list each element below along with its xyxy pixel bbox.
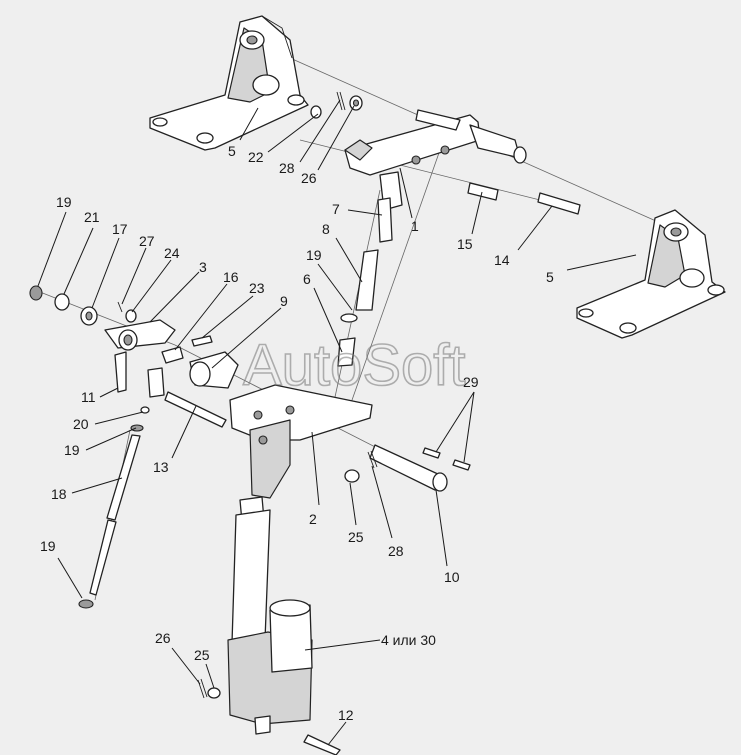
callout-16: 16 (223, 269, 239, 285)
leader-lines (37, 99, 637, 746)
callout-18: 18 (51, 486, 67, 502)
callout-27: 27 (139, 233, 155, 249)
callout-6: 6 (303, 271, 311, 287)
hydraulic-cylinder-part-4 (197, 496, 341, 755)
callout-4-or-30: 4 или 30 (381, 632, 436, 648)
callout-10: 10 (444, 569, 460, 585)
callout-24: 24 (164, 245, 180, 261)
callout-15: 15 (457, 236, 473, 252)
small-parts-upper (310, 91, 581, 215)
callout-19-top: 19 (56, 194, 72, 210)
adjusting-rod-part-18 (78, 424, 144, 609)
watermark-text: AutoSoft (243, 333, 465, 398)
callout-20: 20 (73, 416, 89, 432)
callout-labels: 5 22 28 26 1 7 8 15 14 5 19 21 17 27 24 … (40, 143, 554, 723)
callout-19-mid: 19 (306, 247, 322, 263)
callout-7: 7 (332, 201, 340, 217)
callout-28: 28 (279, 160, 295, 176)
rod-assembly-parts-7-8-6 (337, 197, 393, 367)
callout-25-lower: 25 (194, 647, 210, 663)
callout-9: 9 (280, 293, 288, 309)
callout-5: 5 (228, 143, 236, 159)
callout-19-bottom: 19 (40, 538, 56, 554)
shaft-lever-part-1 (344, 109, 527, 211)
callout-21: 21 (84, 209, 100, 225)
callout-14: 14 (494, 252, 510, 268)
callout-28-lower: 28 (388, 543, 404, 559)
callout-12: 12 (338, 707, 354, 723)
callout-22: 22 (248, 149, 264, 165)
bracket-left-part-5 (149, 15, 309, 151)
callout-2: 2 (309, 511, 317, 527)
callout-19-lower: 19 (64, 442, 80, 458)
callout-29: 29 (463, 374, 479, 390)
callout-11: 11 (81, 389, 96, 405)
callout-23: 23 (249, 280, 265, 296)
callout-26-lower: 26 (155, 630, 171, 646)
callout-17: 17 (112, 221, 128, 237)
callout-3: 3 (199, 259, 207, 275)
callout-13: 13 (153, 459, 169, 475)
callout-8: 8 (322, 221, 330, 237)
bracket-right-part-5 (576, 209, 726, 339)
callout-1: 1 (411, 218, 419, 234)
left-linkage-parts (29, 285, 213, 414)
main-lever-part-2 (164, 351, 373, 499)
callout-5-right: 5 (546, 269, 554, 285)
pins-right (344, 444, 471, 492)
callout-26: 26 (301, 170, 317, 186)
callout-25: 25 (348, 529, 364, 545)
